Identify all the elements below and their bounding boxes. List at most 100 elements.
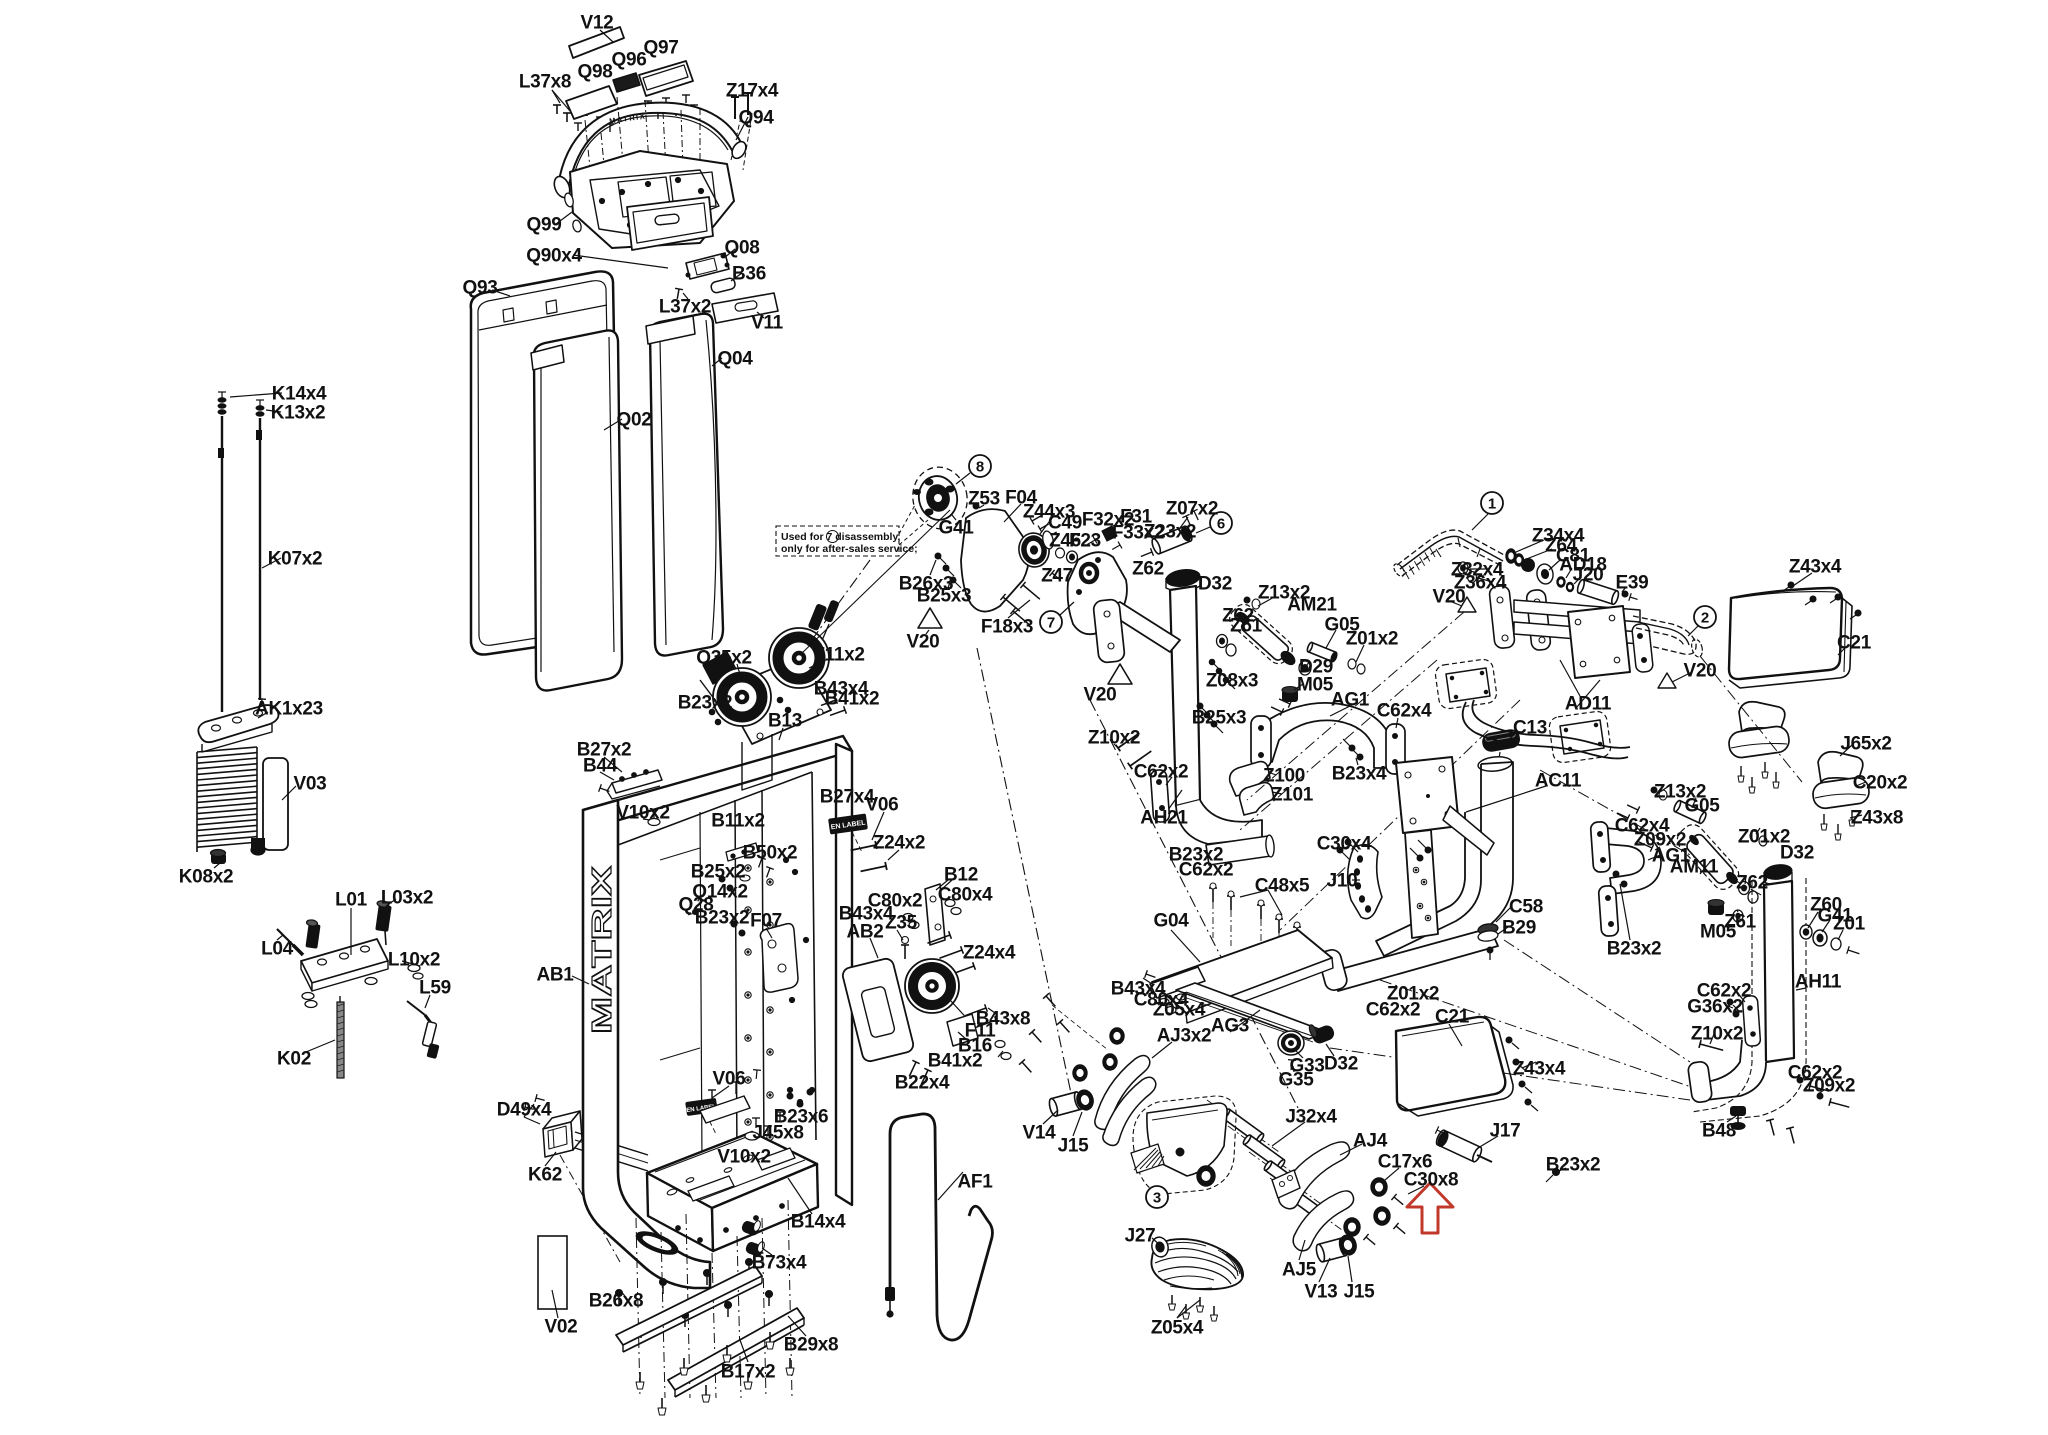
svg-text:Z01x2: Z01x2 [1738, 827, 1790, 848]
svg-text:K08x2: K08x2 [179, 867, 234, 888]
svg-text:Z09x2: Z09x2 [1634, 830, 1686, 851]
svg-text:L37x8: L37x8 [519, 72, 571, 93]
svg-text:Z43x4: Z43x4 [1513, 1059, 1566, 1080]
svg-text:Z10x2: Z10x2 [1088, 728, 1140, 749]
svg-text:V20: V20 [1433, 587, 1466, 608]
svg-text:B16: B16 [958, 1036, 992, 1057]
svg-text:F31: F31 [1120, 507, 1153, 528]
svg-text:AB2: AB2 [846, 922, 883, 943]
svg-text:Z09x2: Z09x2 [1803, 1076, 1855, 1097]
svg-text:AD18: AD18 [1559, 555, 1606, 576]
svg-text:Z36x4: Z36x4 [1454, 573, 1507, 594]
svg-text:B23x2: B23x2 [695, 908, 750, 929]
svg-text:V06: V06 [713, 1069, 746, 1090]
svg-text:C80x4: C80x4 [1134, 990, 1189, 1011]
svg-text:B23x2: B23x2 [678, 693, 733, 714]
svg-text:Z01: Z01 [1833, 914, 1866, 935]
svg-text:Q08: Q08 [724, 238, 759, 259]
svg-text:Z10x2: Z10x2 [1691, 1024, 1743, 1045]
svg-text:Q35x2: Q35x2 [696, 648, 752, 669]
svg-text:J32x4: J32x4 [1285, 1107, 1337, 1128]
svg-text:C62x2: C62x2 [1788, 1063, 1843, 1084]
svg-text:Z13x2: Z13x2 [1258, 583, 1310, 604]
svg-text:G41: G41 [1817, 906, 1853, 927]
svg-text:B23x4: B23x4 [1332, 764, 1387, 785]
svg-text:Z01x2: Z01x2 [1387, 984, 1439, 1005]
svg-text:AG1: AG1 [1331, 690, 1370, 711]
svg-text:B11x2: B11x2 [711, 811, 764, 832]
svg-text:AM21: AM21 [1287, 595, 1337, 616]
svg-text:B41x2: B41x2 [825, 689, 880, 710]
svg-text:K13x2: K13x2 [271, 403, 326, 424]
svg-text:F11x2: F11x2 [813, 645, 864, 666]
svg-text:V12: V12 [581, 13, 614, 34]
svg-text:Q28: Q28 [678, 895, 713, 916]
svg-text:C20x2: C20x2 [1853, 773, 1908, 794]
svg-text:Z05x4: Z05x4 [1153, 1000, 1206, 1021]
svg-text:AJ4: AJ4 [1353, 1131, 1388, 1152]
svg-text:Z43x4: Z43x4 [1789, 557, 1842, 578]
svg-text:V02: V02 [545, 1317, 578, 1338]
svg-text:Z61: Z61 [1724, 912, 1757, 933]
svg-text:Q14x2: Q14x2 [692, 882, 748, 903]
svg-text:B14x4: B14x4 [791, 1212, 846, 1233]
svg-text:EN LABEL: EN LABEL [686, 1104, 717, 1114]
svg-text:Z64: Z64 [1545, 536, 1578, 557]
svg-text:C62x4: C62x4 [1615, 816, 1670, 837]
svg-text:B13: B13 [768, 711, 802, 732]
svg-text:MATRIX: MATRIX [586, 865, 617, 1034]
svg-text:M05: M05 [1700, 922, 1737, 943]
svg-text:D29: D29 [1299, 657, 1333, 678]
svg-text:Z01x2: Z01x2 [1346, 629, 1398, 650]
svg-text:Z05x4: Z05x4 [1151, 1318, 1204, 1339]
svg-text:J10: J10 [1327, 871, 1358, 892]
svg-text:J15: J15 [1058, 1136, 1090, 1157]
svg-text:AH11: AH11 [1795, 972, 1842, 993]
svg-text:Q99: Q99 [526, 215, 561, 236]
svg-text:Z34x4: Z34x4 [1532, 526, 1585, 547]
svg-text:C49: C49 [1048, 513, 1082, 534]
svg-text:AF1: AF1 [958, 1172, 994, 1193]
svg-text:G33: G33 [1289, 1056, 1324, 1077]
svg-text:B22x4: B22x4 [895, 1073, 950, 1094]
svg-text:K62: K62 [528, 1165, 562, 1186]
svg-text:AM11: AM11 [1670, 857, 1719, 878]
svg-text:B23x2: B23x2 [1169, 845, 1224, 866]
svg-text:Q94: Q94 [738, 108, 774, 129]
svg-text:B43x4: B43x4 [814, 679, 869, 700]
svg-text:Q04: Q04 [717, 349, 753, 370]
svg-text:C80x4: C80x4 [938, 885, 993, 906]
svg-text:D32: D32 [1324, 1054, 1358, 1075]
svg-text:1: 1 [1488, 496, 1496, 513]
svg-text:Z100: Z100 [1263, 766, 1305, 787]
svg-text:Q02: Q02 [616, 410, 651, 431]
svg-text:V20: V20 [1684, 661, 1717, 682]
svg-text:L37x2: L37x2 [659, 297, 711, 318]
svg-text:Z35: Z35 [885, 913, 918, 934]
svg-text:AJ3x2: AJ3x2 [1157, 1026, 1212, 1047]
svg-text:D32: D32 [1198, 574, 1232, 595]
svg-text:Z08x3: Z08x3 [1206, 671, 1258, 692]
svg-text:8: 8 [976, 459, 984, 476]
svg-text:Q98: Q98 [577, 62, 612, 83]
svg-text:C48x5: C48x5 [1255, 876, 1310, 897]
svg-text:V11: V11 [751, 313, 784, 334]
svg-text:Z62: Z62 [1222, 606, 1254, 627]
svg-text:Z61: Z61 [1230, 616, 1263, 637]
svg-text:V06: V06 [866, 795, 899, 816]
svg-text:Q97: Q97 [643, 38, 678, 59]
svg-text:C17x6: C17x6 [1378, 1152, 1433, 1173]
svg-text:V14: V14 [1023, 1123, 1057, 1144]
svg-text:G05: G05 [1324, 615, 1360, 636]
svg-text:C81: C81 [1556, 546, 1591, 567]
svg-text:G41: G41 [938, 518, 974, 539]
svg-text:Z46: Z46 [1049, 531, 1081, 552]
svg-text:AC11: AC11 [1535, 771, 1582, 792]
svg-text:C80x2: C80x2 [868, 891, 923, 912]
svg-text:L10x2: L10x2 [388, 950, 440, 971]
svg-text:6: 6 [1217, 516, 1225, 533]
svg-text:Z47: Z47 [1041, 566, 1073, 587]
svg-text:Z53: Z53 [968, 489, 1000, 510]
svg-text:M05: M05 [1297, 675, 1334, 696]
svg-text:F32x2: F32x2 [1082, 510, 1134, 531]
